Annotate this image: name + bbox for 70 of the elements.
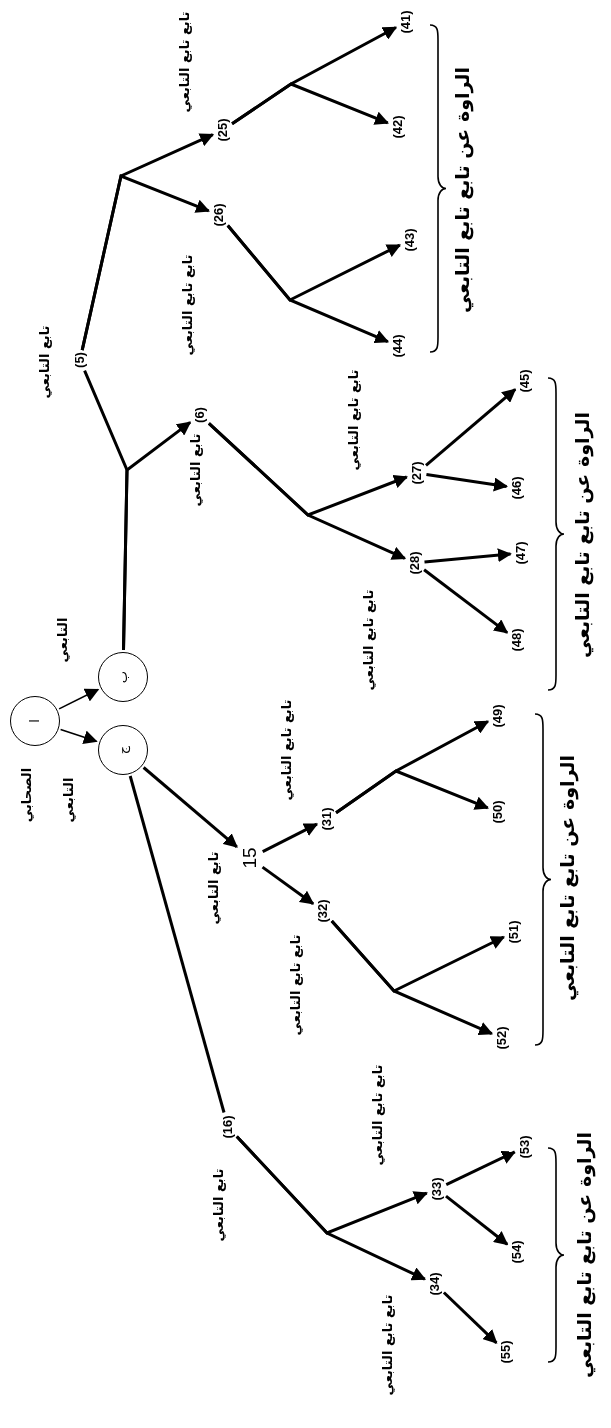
node-number: (16) [220, 1115, 236, 1139]
node-number: (45) [517, 369, 533, 393]
node-number: (47) [513, 541, 529, 565]
node-caption: تابع تابع التابعي [288, 934, 304, 1036]
connector-line [128, 775, 226, 1113]
node-caption: تابع تابع التابعي [279, 699, 295, 801]
group-heading: الراوة عن تابع تابع التابعي [572, 412, 594, 658]
node-number: (51) [506, 920, 522, 944]
node-number: (25) [215, 118, 231, 142]
arrow [262, 822, 319, 853]
arrow [330, 919, 494, 1035]
circle-node: ج [98, 725, 148, 775]
node-number: (50) [490, 800, 506, 824]
arrow [424, 548, 512, 564]
arrow [442, 1291, 498, 1344]
arrow [261, 865, 315, 905]
arrow [425, 388, 517, 467]
node-caption: تابع تابع التابعي [180, 254, 196, 356]
node-caption: تابع تابع التابعي [361, 589, 377, 691]
node-number: (49) [490, 704, 506, 728]
arrow [445, 1194, 509, 1246]
node-caption: تابع تابع التابعي [370, 1064, 386, 1166]
node-number: (43) [402, 228, 418, 252]
node-number: (33) [429, 1177, 445, 1201]
arrow [80, 173, 210, 351]
arrow [59, 728, 98, 744]
group-heading: الراوة عن تابع تابع التابعي [574, 1132, 596, 1378]
node-number: (41) [398, 10, 414, 34]
node-number: (48) [509, 628, 525, 652]
node-caption: تابع التابعي [188, 433, 204, 507]
node-number: (32) [315, 899, 331, 923]
node-caption: تابع التابعي [211, 1168, 227, 1242]
node-number: (6) [192, 407, 208, 423]
node-number: (53) [517, 1135, 533, 1159]
node-number: 15 [239, 847, 261, 869]
node-caption: الصحابي [19, 767, 35, 823]
node-caption: التابعي [55, 617, 71, 663]
arrow [423, 568, 509, 634]
arrow [335, 769, 489, 814]
node-caption: تابع التابعي [37, 325, 53, 399]
node-number: (42) [390, 115, 406, 139]
arrow [207, 422, 407, 560]
arrow [231, 82, 389, 126]
group-heading: الراوة عن تابع تابع التابعي [557, 755, 579, 1001]
node-caption: تابع تابع التابعي [346, 369, 362, 471]
group-heading: الراوة عن تابع تابع التابعي [452, 67, 474, 313]
arrow [58, 688, 100, 710]
node-number: (27) [409, 461, 425, 485]
arrow [235, 1135, 427, 1281]
node-number: (31) [319, 807, 335, 831]
node-caption: تابع تابع التابعي [177, 11, 193, 113]
node-number: (46) [509, 476, 525, 500]
node-number: (54) [509, 1240, 525, 1264]
node-number: (5) [72, 352, 88, 368]
arrow [122, 421, 192, 651]
node-number: (34) [427, 1272, 443, 1296]
node-number: (26) [211, 203, 227, 227]
node-caption: التابعي [61, 777, 77, 823]
node-number: (52) [494, 1026, 510, 1050]
circle-node: ا [10, 696, 60, 746]
arrow [426, 472, 508, 492]
node-number: (55) [498, 1340, 514, 1364]
arrow [226, 224, 390, 344]
node-number: (44) [390, 334, 406, 358]
arrow [142, 766, 238, 848]
node-caption: تابع تابع التابعي [380, 1294, 396, 1396]
arrow [445, 1150, 517, 1186]
node-number: (28) [407, 551, 423, 575]
circle-node: ب [98, 652, 148, 702]
node-caption: تابع التابعي [206, 851, 222, 925]
